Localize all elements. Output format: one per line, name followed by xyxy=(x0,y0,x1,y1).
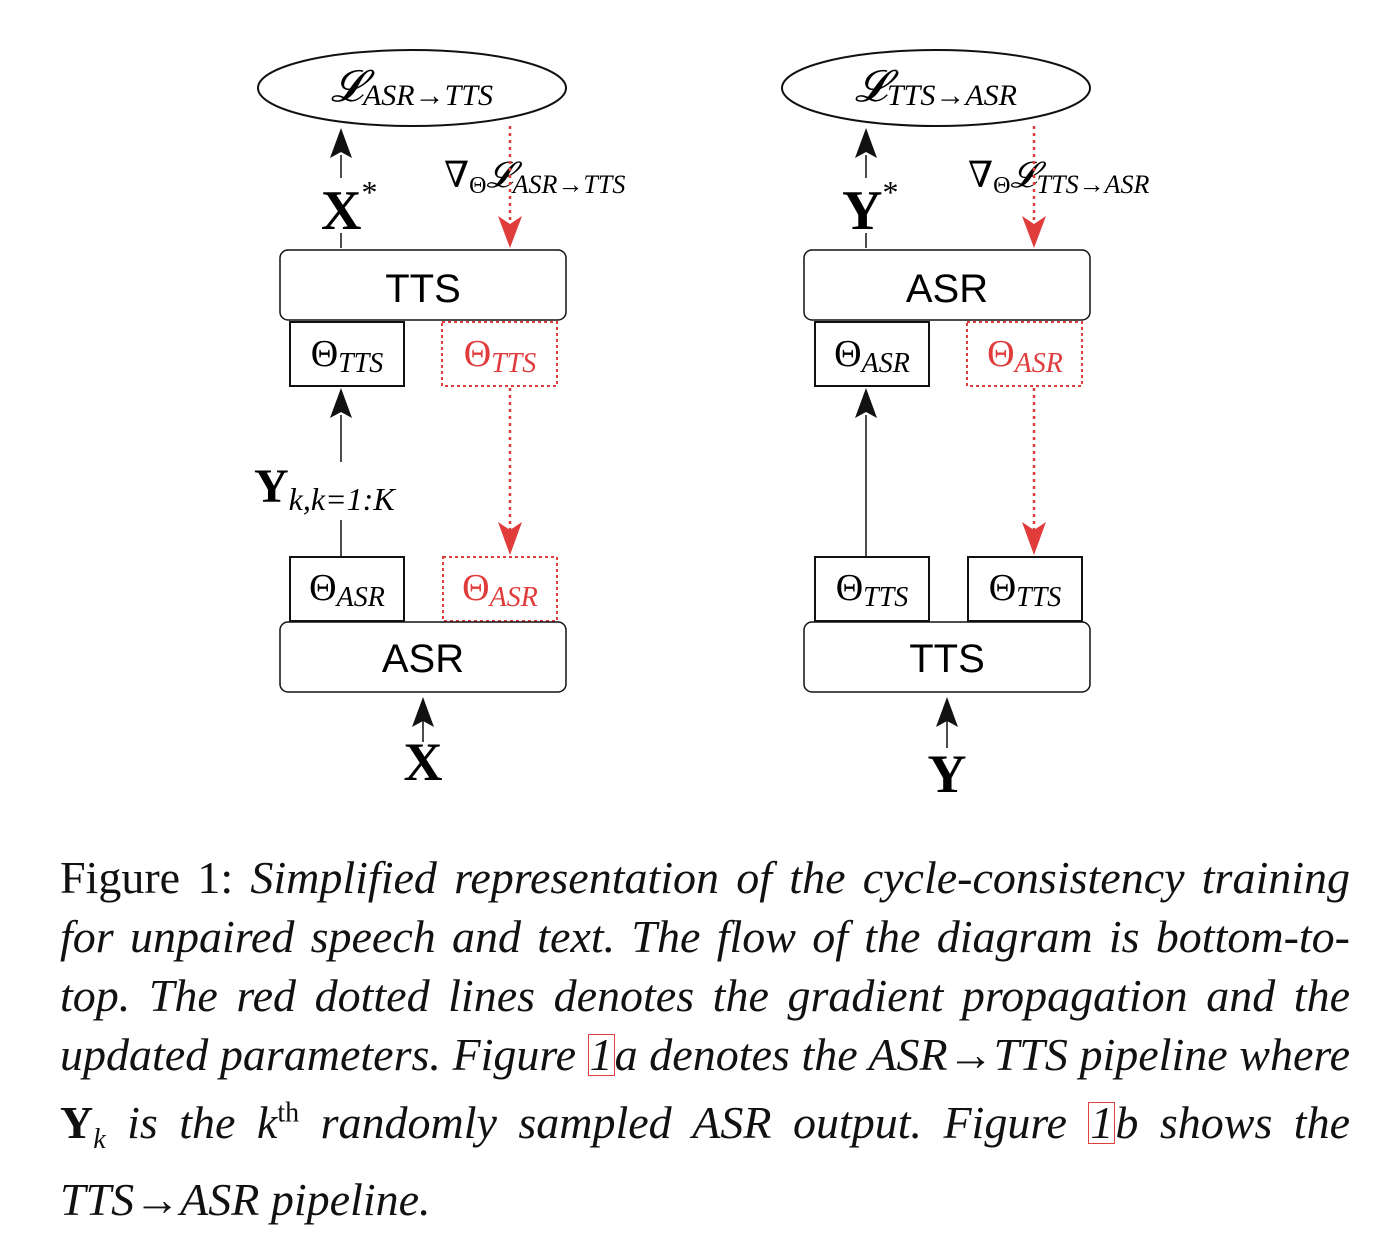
top-model-label: TTS xyxy=(385,267,461,311)
gradient-arrow-top xyxy=(1022,216,1046,248)
middle-arrow-head xyxy=(855,388,877,418)
left-diagram: 𝓛ASR→TTS X* ∇Θ𝓛ASR→TTS TTS ΘTTS ΘTTS xyxy=(252,49,625,792)
top-param-updated-label: ΘTTS xyxy=(464,333,537,379)
input-label: Y xyxy=(928,744,967,804)
gradient-label: ∇Θ𝓛ASR→TTS xyxy=(444,155,625,199)
input-label: X xyxy=(404,732,443,792)
middle-label: Yk,k=1:K xyxy=(254,460,396,517)
bottom-param-updated-label: ΘASR xyxy=(462,567,538,613)
loss-ellipse xyxy=(781,49,1091,127)
gradient-arrow-middle xyxy=(498,522,522,555)
gradient-arrow-middle xyxy=(1022,522,1046,555)
caption-text: Simplified representation of the cycle-c… xyxy=(60,852,1351,1225)
bottom-param-label: ΘASR xyxy=(309,567,385,613)
top-param-box xyxy=(814,321,930,387)
output-label: Y* xyxy=(842,174,898,242)
output-label: X* xyxy=(321,174,377,242)
top-model-box xyxy=(279,249,567,321)
top-param-updated-box xyxy=(441,321,558,387)
figure-caption: Figure 1: Simplified representation of t… xyxy=(60,848,1350,1229)
gradient-arrow-top xyxy=(498,216,522,248)
input-arrow-head xyxy=(936,697,958,727)
bottom-param-right-label: ΘTTS xyxy=(989,567,1062,613)
bottom-model-label: ASR xyxy=(382,637,464,681)
top-param-label: ΘTTS xyxy=(311,333,384,379)
figure-ref-1a[interactable]: 1 xyxy=(587,1029,615,1080)
bottom-param-right-box xyxy=(967,556,1083,622)
bottom-model-box xyxy=(279,621,567,693)
gradient-label: ∇Θ𝓛TTS→ASR xyxy=(968,155,1149,199)
bottom-param-updated-box xyxy=(442,556,558,622)
top-param-label: ΘASR xyxy=(834,333,910,379)
bottom-param-box xyxy=(289,556,405,622)
output-arrow-head xyxy=(330,128,352,158)
figure-ref-1b[interactable]: 1 xyxy=(1088,1097,1116,1149)
caption-label: Figure 1: xyxy=(60,852,234,903)
top-param-box xyxy=(289,321,405,387)
top-model-label: ASR xyxy=(906,267,988,311)
output-arrow-head xyxy=(855,128,877,158)
top-param-updated-label: ΘASR xyxy=(987,333,1063,379)
top-model-box xyxy=(803,249,1091,321)
input-arrow-head xyxy=(412,697,434,727)
bottom-model-label: TTS xyxy=(909,637,985,681)
bottom-param-left-box xyxy=(814,556,930,622)
right-diagram: 𝓛TTS→ASR Y* ∇Θ𝓛TTS→ASR ASR ΘASR ΘASR ΘTT… xyxy=(781,49,1149,804)
bottom-model-box xyxy=(803,621,1091,693)
bottom-param-left-label: ΘTTS xyxy=(836,567,909,613)
loss-ellipse xyxy=(257,49,567,127)
top-param-updated-box xyxy=(966,321,1083,387)
middle-arrow-head xyxy=(330,388,352,418)
cycle-consistency-figure: 𝓛ASR→TTS X* ∇Θ𝓛ASR→TTS TTS ΘTTS ΘTTS xyxy=(252,49,1149,804)
